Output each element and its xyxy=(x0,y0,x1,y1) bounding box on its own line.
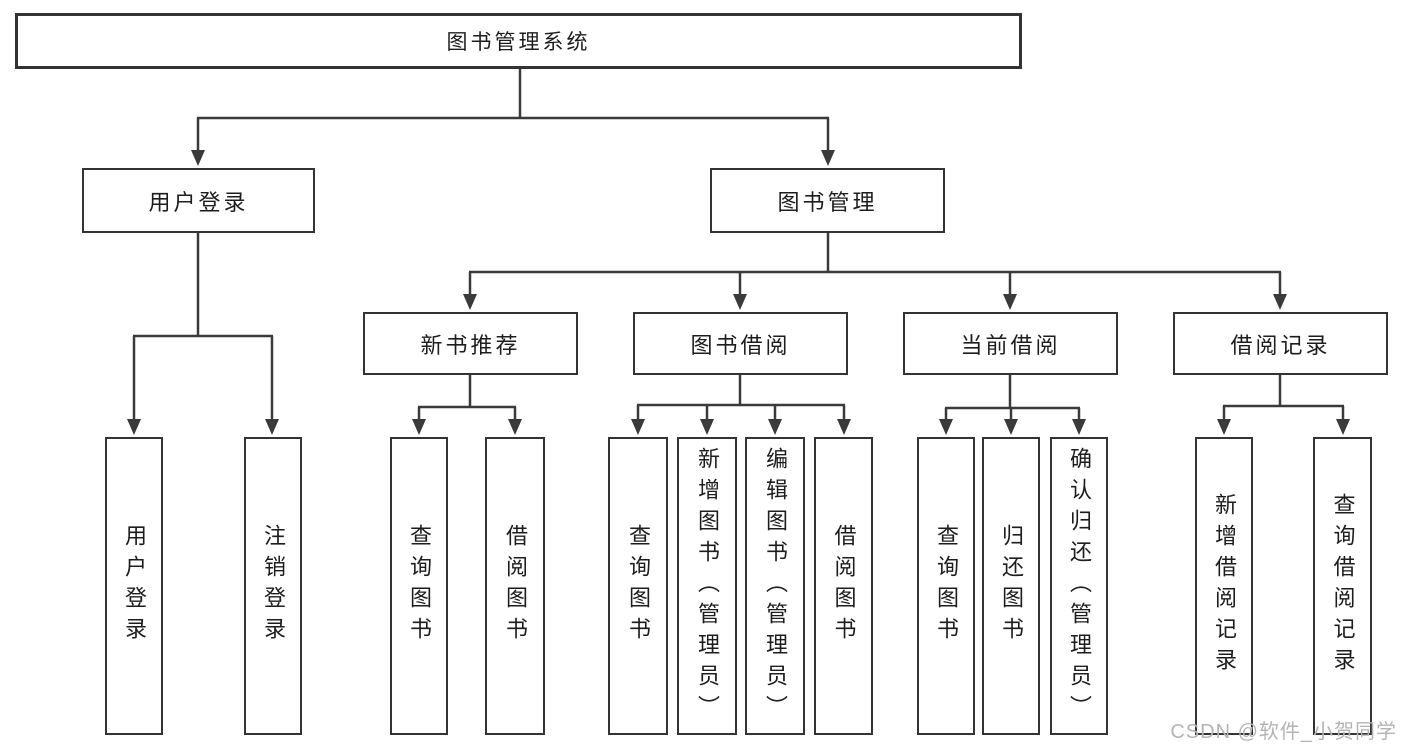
node-label: 图书管理系统 xyxy=(446,31,591,54)
leaf-bookborrow-query-books: 查询图书 xyxy=(608,437,668,735)
node-label: 图书管理 xyxy=(777,189,878,215)
connector-userlogin-to-leaves xyxy=(132,233,274,421)
leaf-newbookrec-borrow-books: 借阅图书 xyxy=(485,437,545,735)
connector-bookmgmt-to-level3 xyxy=(468,233,1282,296)
node-label: 查询借阅记录 xyxy=(1330,493,1356,679)
node-label: 确认归还（管理员） xyxy=(1067,446,1092,726)
arrowheads-level2 xyxy=(191,150,835,166)
leaf-newbookrec-query-books: 查询图书 xyxy=(390,437,448,735)
leaf-currentborrow-query-books: 查询图书 xyxy=(917,437,975,735)
node-label: 新增图书（管理员） xyxy=(695,446,720,726)
node-label: 归还图书 xyxy=(999,524,1024,648)
node-root-system: 图书管理系统 xyxy=(15,13,1022,69)
connector-currentborrow-to-leaves xyxy=(944,375,1081,421)
node-new-book-recommend: 新书推荐 xyxy=(363,312,578,375)
node-current-borrow: 当前借阅 xyxy=(903,312,1118,375)
node-label: 新书推荐 xyxy=(420,332,521,358)
node-label: 图书借阅 xyxy=(690,332,791,358)
node-book-borrow: 图书借阅 xyxy=(633,312,848,375)
node-label: 用户登录 xyxy=(122,524,147,648)
node-label: 借阅图书 xyxy=(503,524,528,648)
node-book-management: 图书管理 xyxy=(710,168,945,233)
arrowheads-newbookrec-leaves xyxy=(412,419,522,435)
node-label: 编辑图书（管理员） xyxy=(763,446,788,726)
connector-borrowrecords-to-leaves xyxy=(1222,375,1345,421)
leaf-currentborrow-return-books: 归还图书 xyxy=(982,437,1040,735)
leaf-borrowrecords-add-record: 新增借阅记录 xyxy=(1195,437,1253,735)
leaf-borrowrecords-query-record: 查询借阅记录 xyxy=(1313,437,1372,735)
node-label: 借阅图书 xyxy=(831,524,857,648)
node-label: 当前借阅 xyxy=(960,332,1061,358)
leaf-user-login: 用户登录 xyxy=(105,437,163,735)
arrowheads-bookborrow-leaves xyxy=(631,419,851,435)
node-borrow-records: 借阅记录 xyxy=(1173,312,1388,375)
node-user-login: 用户登录 xyxy=(82,168,315,233)
leaf-bookborrow-borrow-books: 借阅图书 xyxy=(814,437,873,735)
arrowheads-borrowrecords-leaves xyxy=(1217,419,1350,435)
leaf-logout: 注销登录 xyxy=(244,437,302,735)
arrowheads-currentborrow-leaves xyxy=(939,419,1086,435)
watermark: CSDN @软件_小贺同学 xyxy=(1170,721,1397,743)
node-label: 新增借阅记录 xyxy=(1212,493,1237,679)
connector-newbookrec-to-leaves xyxy=(417,375,517,421)
leaf-currentborrow-confirm-return-admin: 确认归还（管理员） xyxy=(1050,437,1108,735)
node-label: 注销登录 xyxy=(261,524,286,648)
node-label: 查询图书 xyxy=(407,524,432,648)
connector-bookborrow-to-leaves xyxy=(636,375,846,421)
node-label: 借阅记录 xyxy=(1230,332,1331,358)
node-label: 查询图书 xyxy=(626,524,651,648)
node-label: 查询图书 xyxy=(934,524,959,648)
leaf-bookborrow-add-books-admin: 新增图书（管理员） xyxy=(677,437,737,735)
connector-root-to-level2 xyxy=(196,69,830,152)
arrowheads-level3 xyxy=(463,294,1287,310)
arrowheads-userlogin-leaves xyxy=(127,419,279,435)
node-label: 用户登录 xyxy=(148,189,249,215)
leaf-bookborrow-edit-books-admin: 编辑图书（管理员） xyxy=(745,437,805,735)
